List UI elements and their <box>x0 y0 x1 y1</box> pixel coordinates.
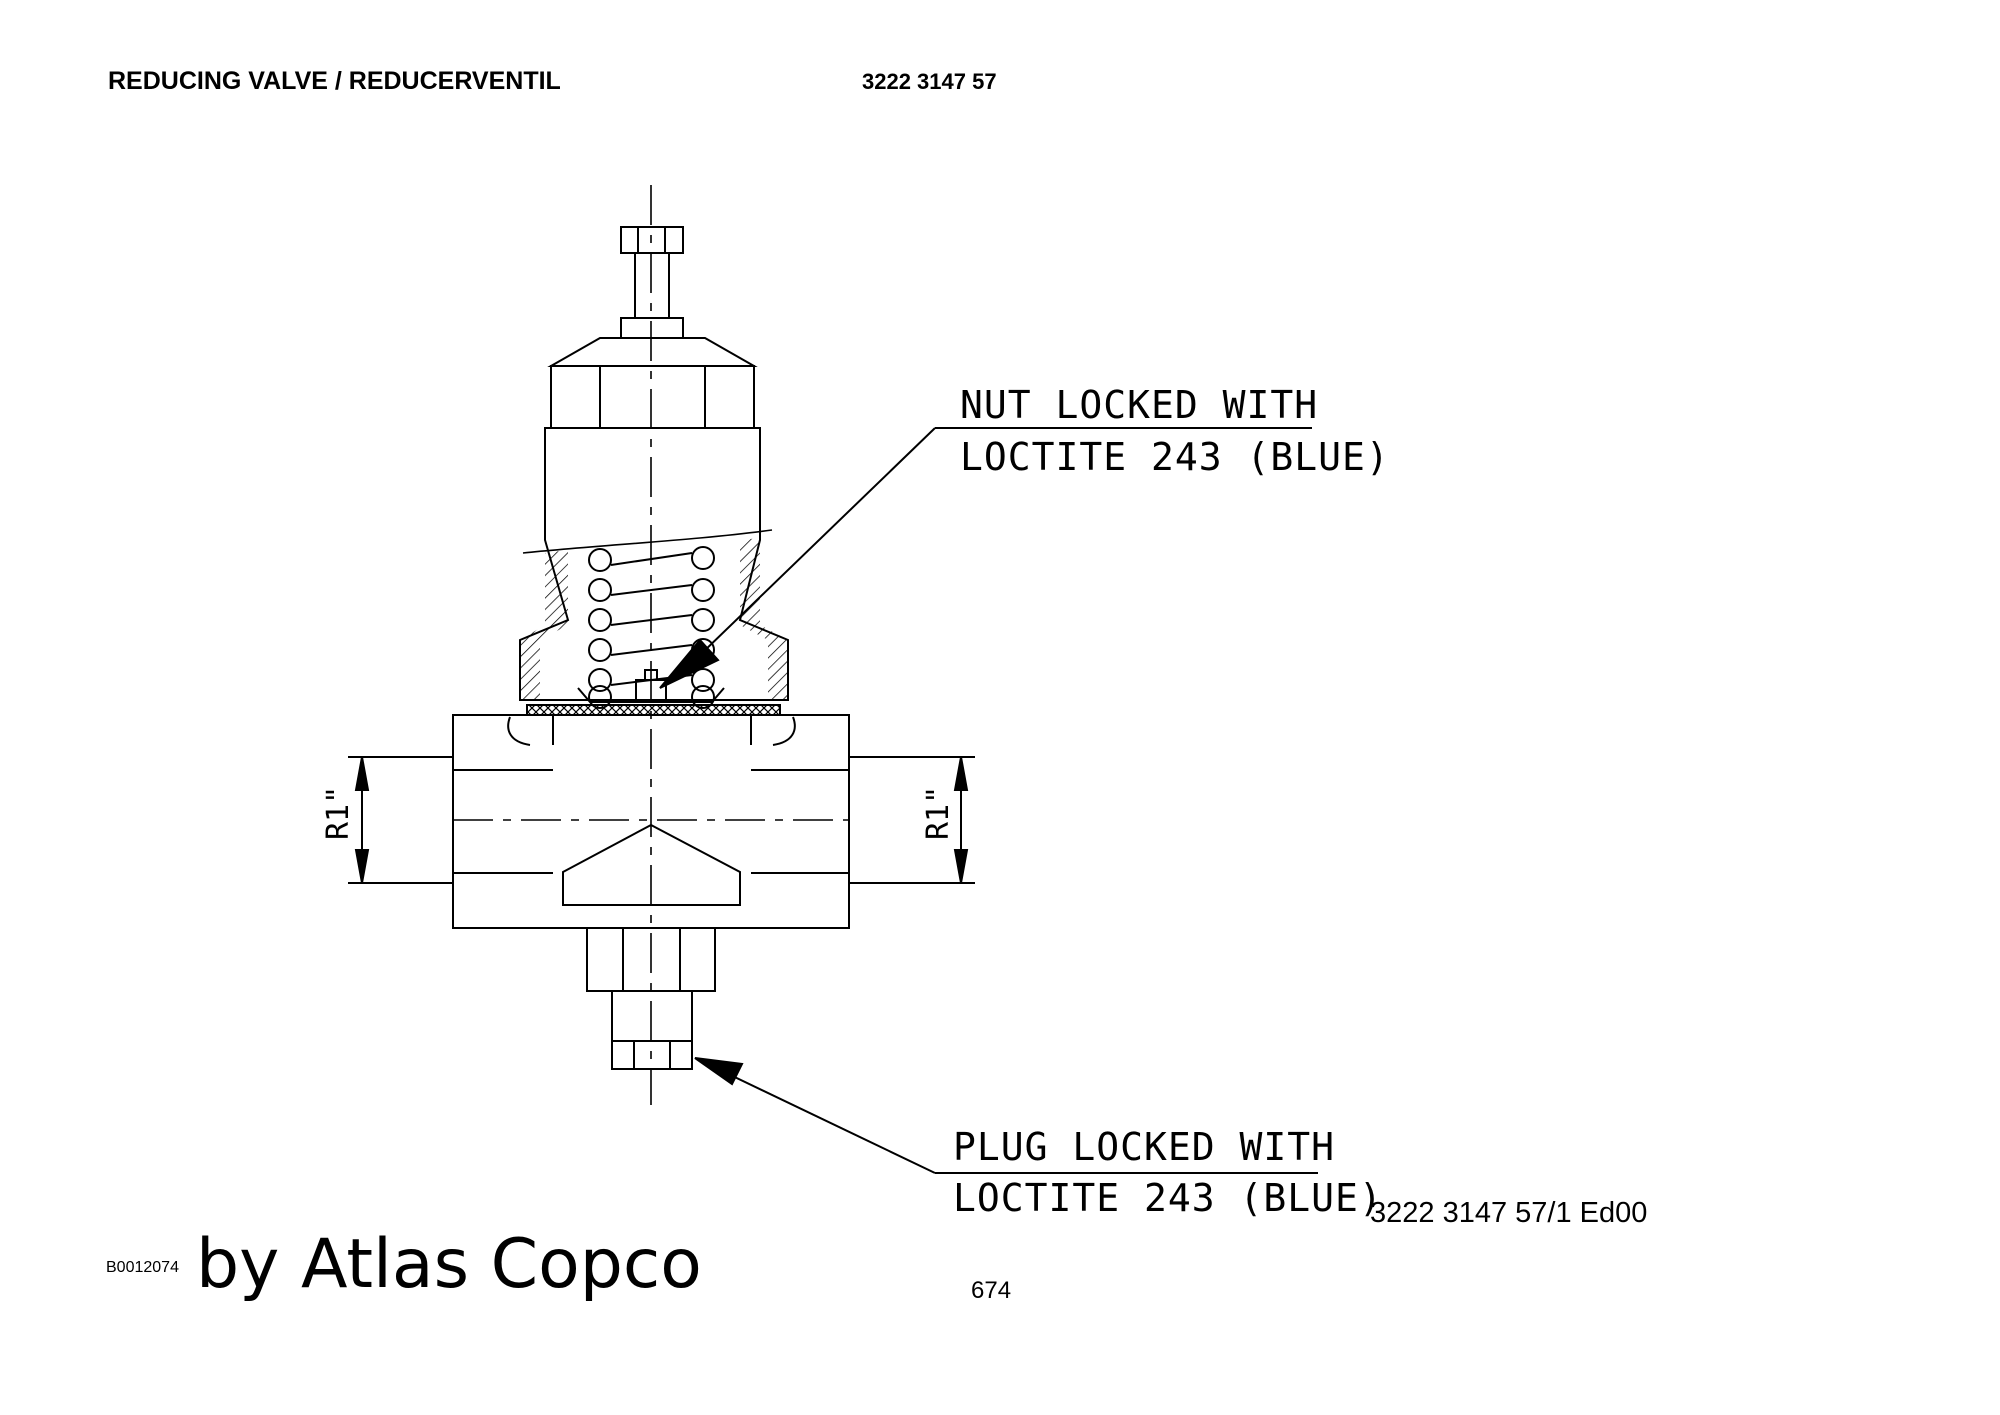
page-title: REDUCING VALVE / REDUCERVENTIL <box>108 67 561 95</box>
document-reference: 3222 3147 57/1 Ed00 <box>1370 1197 1648 1229</box>
dimension-right <box>849 756 975 884</box>
port-left-label: R1" <box>321 786 356 840</box>
port-right-label: R1" <box>921 786 956 840</box>
dimension-left <box>348 756 453 884</box>
page-number: 674 <box>971 1277 1012 1304</box>
bottom-plug <box>586 927 716 1070</box>
adjusting-screw <box>620 226 684 339</box>
callout-plug-line2: LOCTITE 243 (BLUE) <box>953 1176 1383 1220</box>
callout-plug-line1: PLUG LOCKED WITH <box>953 1125 1335 1169</box>
bonnet <box>519 337 789 701</box>
brand-watermark: by Atlas Copco <box>196 1225 702 1304</box>
part-number: 3222 3147 57 <box>862 69 997 94</box>
diaphragm <box>526 669 781 716</box>
callout-nut-line1: NUT LOCKED WITH <box>960 383 1318 427</box>
nut-leader <box>659 427 1312 689</box>
plug-leader <box>694 1057 1318 1174</box>
drawing-number: B0012074 <box>106 1259 179 1276</box>
callout-nut-line2: LOCTITE 243 (BLUE) <box>960 435 1390 479</box>
valve-body <box>452 714 850 929</box>
